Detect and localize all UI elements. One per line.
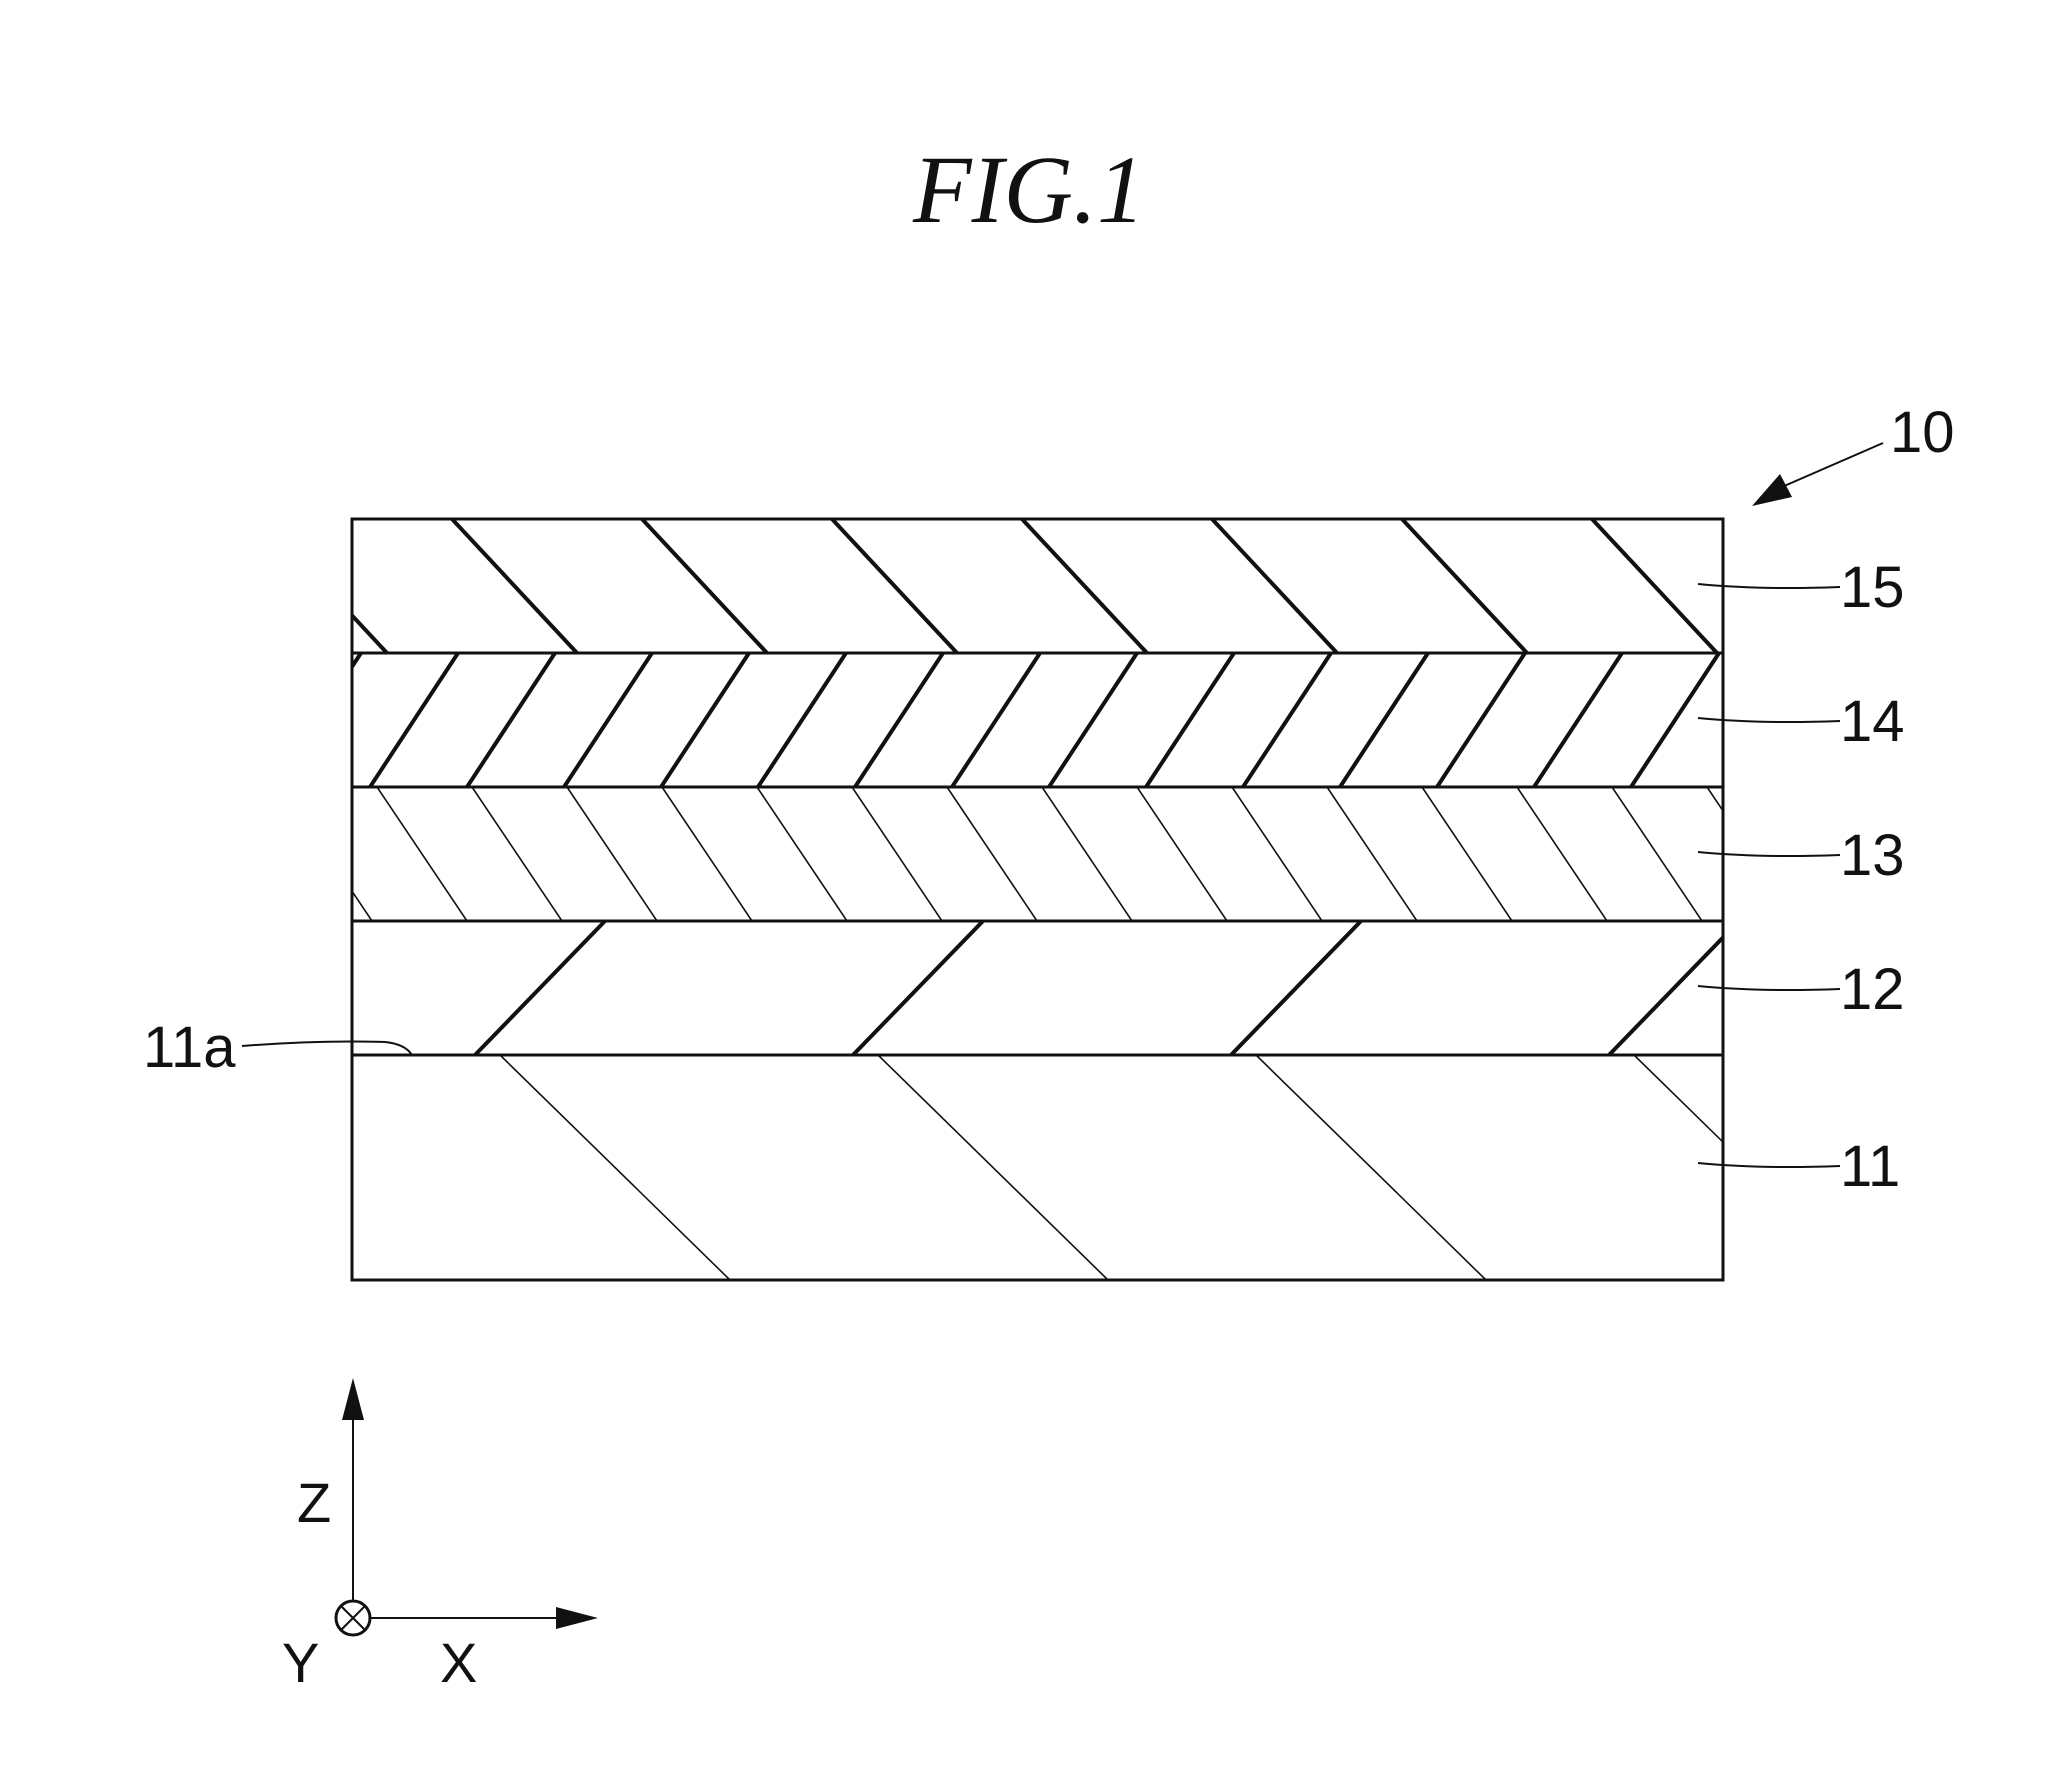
hatch-line-11 — [878, 1055, 1108, 1280]
hatch-line-11 — [122, 1055, 352, 1280]
hatch-line-13 — [1517, 787, 1607, 921]
figure-title: FIG.1 — [912, 136, 1145, 243]
hatch-line-12 — [1987, 921, 2058, 1055]
layer-12-label: 12 — [1840, 957, 1905, 1022]
leader-13 — [1698, 852, 1840, 856]
hatch-line-13 — [1137, 787, 1227, 921]
leader-11a — [242, 1042, 412, 1056]
leader-15 — [1698, 584, 1840, 588]
hatch-line-15 — [832, 519, 957, 653]
hatch-line-14 — [855, 653, 943, 787]
hatch-line-13 — [1042, 787, 1132, 921]
hatch-line-14 — [370, 653, 458, 787]
hatch-line-14 — [1534, 653, 1622, 787]
z-axis-label: Z — [297, 1471, 331, 1534]
hatch-line-11 — [1634, 1055, 1864, 1280]
hatch-line-14 — [1049, 653, 1137, 787]
hatch-line-14 — [952, 653, 1040, 787]
leader-12 — [1698, 986, 1840, 990]
hatch-line-14 — [1243, 653, 1331, 787]
hatch-line-12 — [1231, 921, 1361, 1055]
hatch-line-13 — [472, 787, 562, 921]
hatch-line-13 — [947, 787, 1037, 921]
hatch-line-13 — [567, 787, 657, 921]
hatch-line-11 — [500, 1055, 730, 1280]
x-axis-arrow — [556, 1607, 598, 1629]
hatch-line-13 — [1897, 787, 1987, 921]
layer-14-label: 14 — [1840, 689, 1905, 754]
hatch-line-13 — [1422, 787, 1512, 921]
layer-11-hatch — [0, 1055, 2058, 1280]
hatch-line-12 — [853, 921, 983, 1055]
layer-11-label: 11 — [1840, 1134, 1900, 1199]
hatch-line-12 — [475, 921, 605, 1055]
hatch-line-14 — [467, 653, 555, 787]
hatch-line-15 — [1592, 519, 1717, 653]
hatch-line-15 — [1022, 519, 1147, 653]
assembly-arrow-head — [1752, 474, 1792, 506]
hatch-line-13 — [282, 787, 372, 921]
hatch-line-13 — [757, 787, 847, 921]
assembly-ref-label: 10 — [1890, 400, 1955, 465]
hatch-line-14 — [758, 653, 846, 787]
hatch-line-14 — [1437, 653, 1525, 787]
hatch-line-13 — [1612, 787, 1702, 921]
hatch-line-14 — [79, 653, 167, 787]
hatch-line-11 — [1256, 1055, 1486, 1280]
interface-11a-label: 11a — [143, 1015, 236, 1080]
assembly-ref: 10 — [1752, 400, 1955, 506]
hatch-line-14 — [273, 653, 361, 787]
y-axis-label: Y — [282, 1631, 319, 1694]
hatch-line-13 — [662, 787, 752, 921]
hatch-line-15 — [452, 519, 577, 653]
hatch-line-13 — [187, 787, 277, 921]
hatch-line-14 — [1340, 653, 1428, 787]
layer-13-label: 13 — [1840, 823, 1905, 888]
hatch-line-14 — [564, 653, 652, 787]
coordinate-axes: Z Y X — [282, 1378, 598, 1694]
hatch-line-14 — [1631, 653, 1719, 787]
leader-11 — [1698, 1163, 1840, 1167]
hatch-line-15 — [72, 519, 197, 653]
x-axis-label: X — [440, 1631, 477, 1694]
layer-15-hatch — [72, 519, 2058, 653]
hatch-line-14 — [176, 653, 264, 787]
layer-14-hatch — [79, 653, 1816, 787]
hatch-line-13 — [1232, 787, 1322, 921]
hatch-line-13 — [852, 787, 942, 921]
hatch-line-14 — [661, 653, 749, 787]
layer-15-label: 15 — [1840, 555, 1905, 620]
hatch-line-13 — [1327, 787, 1417, 921]
hatch-line-15 — [1402, 519, 1527, 653]
hatch-line-13 — [377, 787, 467, 921]
hatch-line-11 — [2012, 1055, 2058, 1280]
hatch-line-15 — [642, 519, 767, 653]
hatch-line-14 — [1146, 653, 1234, 787]
hatch-line-15 — [262, 519, 387, 653]
layer-12-hatch — [0, 921, 2058, 1055]
leader-14 — [1698, 718, 1840, 722]
hatch-line-15 — [1972, 519, 2058, 653]
z-axis-arrow — [342, 1378, 364, 1420]
hatch-line-15 — [1212, 519, 1337, 653]
